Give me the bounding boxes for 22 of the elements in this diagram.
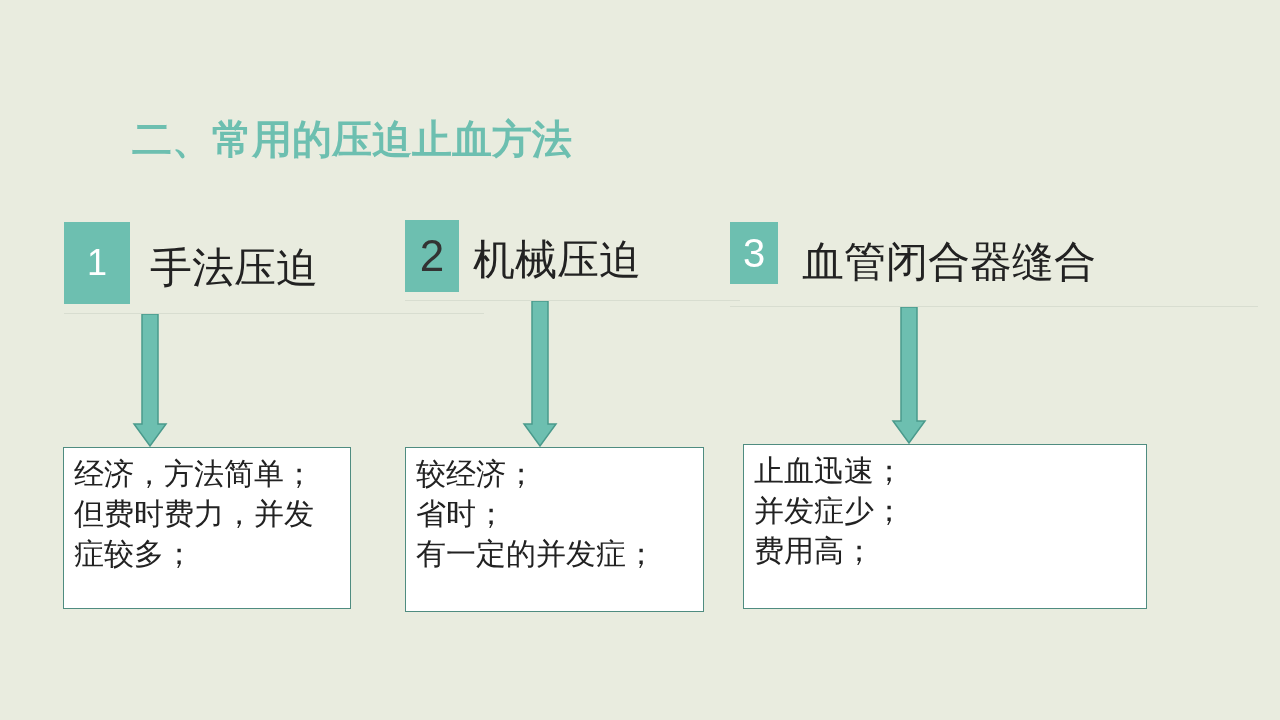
heading-text: 手法压迫 <box>150 242 318 294</box>
text-box <box>743 444 1147 609</box>
number-badge: 1 <box>64 222 130 304</box>
text-box <box>63 447 351 609</box>
title: 二、常用的压迫止血方法 <box>132 115 572 164</box>
box-text: 并发症少； <box>754 492 905 530</box>
box-text: 省时； <box>416 495 507 533</box>
heading-text: 机械压迫 <box>473 234 641 286</box>
block-arrow <box>522 300 558 448</box>
box-text: 止血迅速； <box>754 452 905 490</box>
box-text: 费用高； <box>754 532 875 570</box>
number-badge: 2 <box>405 220 459 292</box>
text-box <box>405 447 704 612</box>
block-arrow <box>132 313 168 448</box>
number-badge: 3 <box>730 222 778 284</box>
box-text: 经济，方法简单； <box>74 455 315 493</box>
heading-text: 血管闭合器缝合 <box>802 236 1096 288</box>
box-text: 较经济； <box>416 455 537 493</box>
block-arrow <box>891 306 927 445</box>
box-text: 有一定的并发症； <box>416 535 657 573</box>
heading-band <box>730 222 1258 307</box>
box-text: 但费时费力，并发症较多； <box>74 495 315 573</box>
